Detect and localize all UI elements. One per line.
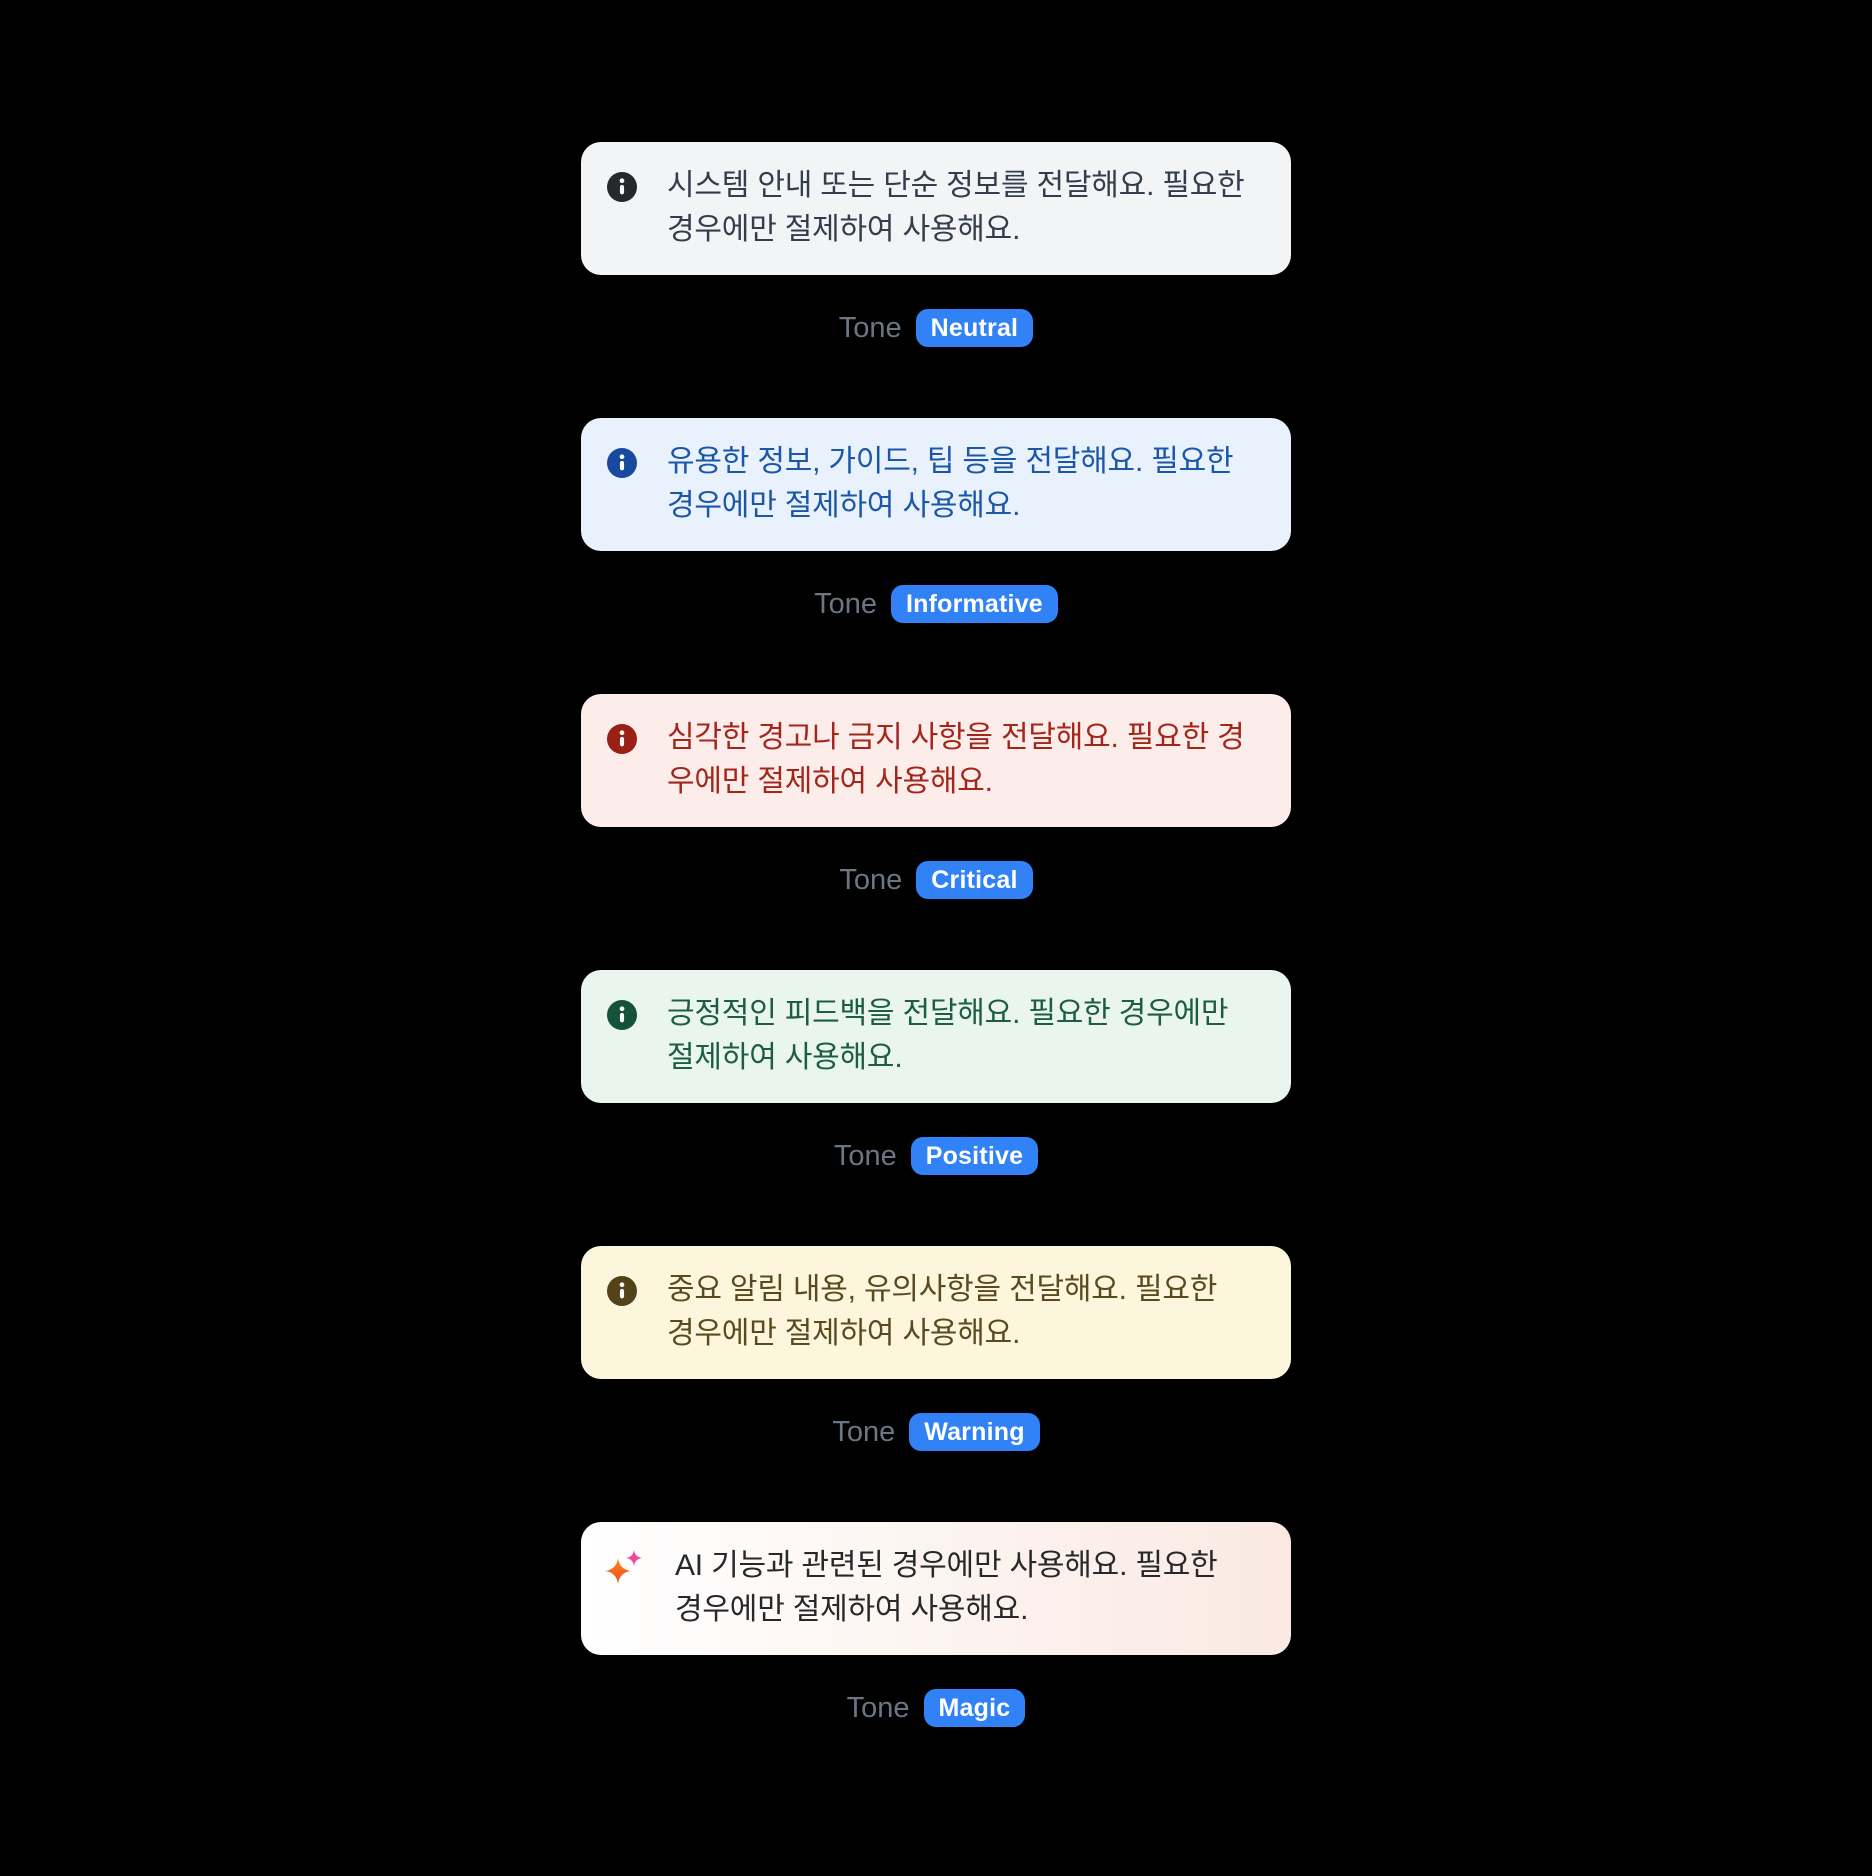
tone-label: Tone: [814, 587, 877, 620]
callout-text: AI 기능과 관련된 경우에만 사용해요. 필요한 경우에만 절제하여 사용해요…: [675, 1549, 1218, 1626]
callout-text: 중요 알림 내용, 유의사항을 전달해요. 필요한 경우에만 절제하여 사용해요…: [667, 1273, 1218, 1350]
tone-label: Tone: [839, 863, 903, 896]
callout-section-neutral: 시스템 안내 또는 단순 정보를 전달해요. 필요한 경우에만 절제하여 사용해…: [581, 142, 1291, 347]
info-circle-icon: [607, 1000, 637, 1030]
tone-row: Tone Informative: [581, 585, 1291, 623]
info-circle-icon: [607, 448, 637, 478]
callout-text: 시스템 안내 또는 단순 정보를 전달해요. 필요한 경우에만 절제하여 사용해…: [667, 169, 1245, 246]
tone-badge-magic: Magic: [923, 1689, 1026, 1727]
callout-section-positive: 긍정적인 피드백을 전달해요. 필요한 경우에만 절제하여 사용해요. Tone…: [581, 970, 1291, 1175]
callout-section-warning: 중요 알림 내용, 유의사항을 전달해요. 필요한 경우에만 절제하여 사용해요…: [581, 1246, 1291, 1451]
callout-warning: 중요 알림 내용, 유의사항을 전달해요. 필요한 경우에만 절제하여 사용해요…: [581, 1246, 1291, 1379]
tone-row: Tone Positive: [581, 1137, 1291, 1175]
callout-critical: 심각한 경고나 금지 사항을 전달해요. 필요한 경우에만 절제하여 사용해요.: [581, 694, 1291, 827]
tone-badge-neutral: Neutral: [915, 309, 1034, 347]
tone-label: Tone: [832, 1415, 896, 1448]
callout-section-critical: 심각한 경고나 금지 사항을 전달해요. 필요한 경우에만 절제하여 사용해요.…: [581, 694, 1291, 899]
callout-text: 긍정적인 피드백을 전달해요. 필요한 경우에만 절제하여 사용해요.: [667, 997, 1229, 1074]
callout-magic: AI 기능과 관련된 경우에만 사용해요. 필요한 경우에만 절제하여 사용해요…: [581, 1522, 1291, 1655]
tone-row: Tone Warning: [581, 1413, 1291, 1451]
tone-row: Tone Magic: [581, 1689, 1291, 1727]
info-circle-icon: [607, 1276, 637, 1306]
tone-label: Tone: [846, 1691, 910, 1724]
tone-label: Tone: [833, 1139, 897, 1172]
tone-badge-informative: Informative: [890, 585, 1058, 623]
tone-badge-critical: Critical: [916, 861, 1033, 899]
info-circle-icon: [607, 724, 637, 754]
sparkles-icon: [603, 1548, 645, 1590]
callout-section-magic: AI 기능과 관련된 경우에만 사용해요. 필요한 경우에만 절제하여 사용해요…: [581, 1522, 1291, 1727]
callout-examples-stage: 시스템 안내 또는 단순 정보를 전달해요. 필요한 경우에만 절제하여 사용해…: [581, 0, 1291, 1727]
callout-text: 유용한 정보, 가이드, 팁 등을 전달해요. 필요한 경우에만 절제하여 사용…: [667, 445, 1234, 522]
info-circle-icon: [607, 172, 637, 202]
callout-positive: 긍정적인 피드백을 전달해요. 필요한 경우에만 절제하여 사용해요.: [581, 970, 1291, 1103]
callout-informative: 유용한 정보, 가이드, 팁 등을 전달해요. 필요한 경우에만 절제하여 사용…: [581, 418, 1291, 551]
callout-neutral: 시스템 안내 또는 단순 정보를 전달해요. 필요한 경우에만 절제하여 사용해…: [581, 142, 1291, 275]
tone-row: Tone Critical: [581, 861, 1291, 899]
callout-text: 심각한 경고나 금지 사항을 전달해요. 필요한 경우에만 절제하여 사용해요.: [667, 721, 1245, 798]
tone-badge-warning: Warning: [909, 1413, 1040, 1451]
callout-section-informative: 유용한 정보, 가이드, 팁 등을 전달해요. 필요한 경우에만 절제하여 사용…: [581, 418, 1291, 623]
tone-label: Tone: [838, 311, 902, 344]
tone-badge-positive: Positive: [910, 1137, 1039, 1175]
tone-row: Tone Neutral: [581, 309, 1291, 347]
